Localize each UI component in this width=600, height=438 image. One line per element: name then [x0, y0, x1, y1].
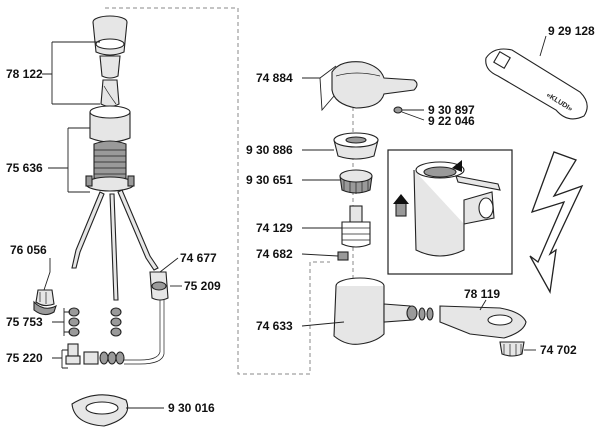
connection-fittings: [65, 343, 125, 365]
label-9-29-128: 9 29 128: [548, 24, 595, 38]
label-75-753: 75 753: [6, 315, 43, 329]
label-9-30-016: 9 30 016: [168, 401, 215, 415]
threaded-ring: [339, 169, 373, 194]
label-78-119: 78 119: [464, 287, 501, 301]
assembly-guides: [105, 7, 354, 375]
ceramic-cartridge: [341, 205, 371, 248]
label-75-220: 75 220: [6, 351, 43, 365]
warning-lightning-icon: [529, 151, 584, 295]
label-75-636: 75 636: [6, 161, 43, 175]
cover-cap: [333, 132, 379, 160]
mixer-body: [333, 277, 418, 345]
label-74-682: 74 682: [256, 247, 293, 261]
label-75-209: 75 209: [184, 279, 221, 293]
label-74-702: 74 702: [540, 343, 577, 357]
detail-inset: [387, 149, 513, 275]
supply-hoses: [71, 189, 165, 365]
hose-connector: [149, 271, 169, 301]
set-screw: [393, 106, 403, 114]
label-74-884: 74 884: [256, 71, 293, 85]
o-ring-set: [68, 307, 122, 337]
cartridge-upper-part: [92, 15, 128, 108]
label-76-056: 76 056: [10, 243, 47, 257]
label-9-30-886: 9 30 886: [246, 143, 293, 157]
label-74-129: 74 129: [256, 221, 293, 235]
aerator: [499, 341, 525, 357]
label-9-30-897: 9 30 897: [428, 103, 475, 117]
label-78-122: 78 122: [6, 67, 43, 81]
spout-shower: [439, 305, 527, 339]
lever-handle: [331, 61, 418, 109]
cartridge-body: [85, 105, 135, 192]
label-9-22-046: 9 22 046: [428, 114, 475, 128]
leader-lines: [42, 35, 547, 409]
label-9-30-651: 9 30 651: [246, 173, 293, 187]
hose-nipple: [33, 289, 57, 316]
base-flange: [71, 394, 129, 427]
service-wrench: «KLUDI»: [485, 48, 588, 120]
label-74-677: 74 677: [180, 251, 217, 265]
spout-washers: [418, 307, 434, 321]
small-seal: [337, 251, 349, 261]
label-74-633: 74 633: [256, 319, 293, 333]
